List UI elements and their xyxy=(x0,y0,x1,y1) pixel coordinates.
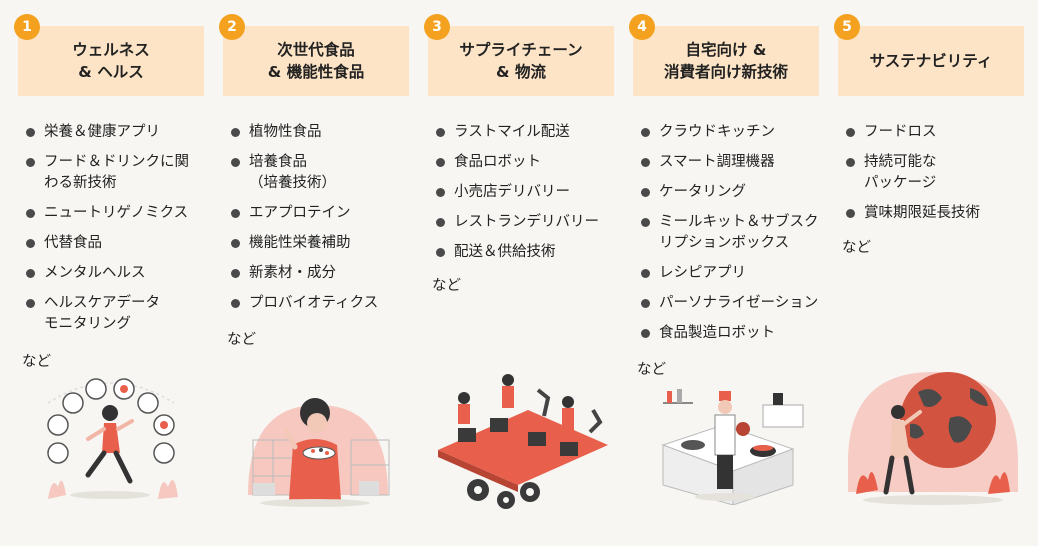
category-title: サステナビリティ xyxy=(869,52,993,70)
list-item: 持続可能な パッケージ xyxy=(842,152,1024,194)
list-item: 食品製造ロボット xyxy=(637,323,819,344)
list-item: 機能性栄養補助 xyxy=(227,233,409,254)
list-item: 代替食品 xyxy=(22,233,204,254)
wellness-runner-illustration xyxy=(47,378,178,499)
list-item: 配送＆供給技術 xyxy=(432,242,614,263)
list-item: 栄養＆健康アプリ xyxy=(22,122,204,143)
list-item: 植物性食品 xyxy=(227,122,409,143)
list-item: レストランデリバリー xyxy=(432,212,614,233)
category-item-list: ラストマイル配送 食品ロボット 小売店デリバリー レストランデリバリー 配送＆供… xyxy=(432,122,614,272)
category-title: 次世代食品 & 機能性食品 xyxy=(267,41,365,81)
category-item-list: クラウドキッチン スマート調理機器 ケータリング ミールキット＆サブスク リプシ… xyxy=(637,122,819,353)
category-number-badge: 5 xyxy=(834,14,860,40)
list-item: メンタルヘルス xyxy=(22,263,204,284)
list-item: ヘルスケアデータ モニタリング xyxy=(22,293,204,335)
category-number-badge: 3 xyxy=(424,14,450,40)
etc-label: など xyxy=(637,362,666,378)
list-item: 新素材・成分 xyxy=(227,263,409,284)
etc-label: など xyxy=(227,332,256,348)
category-column-1: ウェルネス & ヘルス 1 栄養＆健康アプリ フード＆ドリンクに関 わる新技術 … xyxy=(14,0,204,546)
functional-food-woman-illustration xyxy=(248,398,390,507)
category-column-3: サプライチェーン & 物流 3 ラストマイル配送 食品ロボット 小売店デリバリー… xyxy=(424,0,614,546)
category-title: サプライチェーン & 物流 xyxy=(459,41,583,81)
category-number-badge: 2 xyxy=(219,14,245,40)
list-item: ミールキット＆サブスク リプションボックス xyxy=(637,212,819,254)
list-item: エアプロテイン xyxy=(227,203,409,224)
category-title: 自宅向け & 消費者向け新技術 xyxy=(663,41,788,81)
category-item-list: フードロス 持続可能な パッケージ 賞味期限延長技術 xyxy=(842,122,1024,233)
list-item: 食品ロボット xyxy=(432,152,614,173)
category-column-5: サステナビリティ 5 フードロス 持続可能な パッケージ 賞味期限延長技術 など xyxy=(834,0,1024,546)
list-item: フード＆ドリンクに関 わる新技術 xyxy=(22,152,204,194)
category-column-2: 次世代食品 & 機能性食品 2 植物性食品 培養食品 （培養技術） エアプロテイ… xyxy=(219,0,409,546)
category-item-list: 植物性食品 培養食品 （培養技術） エアプロテイン 機能性栄養補助 新素材・成分… xyxy=(227,122,409,323)
list-item: ケータリング xyxy=(637,182,819,203)
list-item: ニュートリゲノミクス xyxy=(22,203,204,224)
category-column-4: 自宅向け & 消費者向け新技術 4 クラウドキッチン スマート調理機器 ケータリ… xyxy=(629,0,819,546)
category-number-badge: 4 xyxy=(629,14,655,40)
sustainability-earth-illustration xyxy=(848,372,1018,505)
category-number-badge: 1 xyxy=(14,14,40,40)
list-item: ラストマイル配送 xyxy=(432,122,614,143)
etc-label: など xyxy=(432,278,461,294)
category-title: ウェルネス & ヘルス xyxy=(72,41,150,81)
smart-kitchen-chef-illustration xyxy=(661,389,804,505)
list-item: レシピアプリ xyxy=(637,263,819,284)
list-item: 賞味期限延長技術 xyxy=(842,203,1024,224)
supply-chain-conveyor-illustration xyxy=(438,374,608,509)
category-header: サステナビリティ xyxy=(838,26,1024,96)
category-header: サプライチェーン & 物流 xyxy=(428,26,614,96)
category-item-list: 栄養＆健康アプリ フード＆ドリンクに関 わる新技術 ニュートリゲノミクス 代替食… xyxy=(22,122,204,344)
etc-label: など xyxy=(842,240,871,256)
list-item: 培養食品 （培養技術） xyxy=(227,152,409,194)
category-header: ウェルネス & ヘルス xyxy=(18,26,204,96)
etc-label: など xyxy=(22,354,51,370)
list-item: プロバイオティクス xyxy=(227,293,409,314)
list-item: パーソナライゼーション xyxy=(637,293,819,314)
category-header: 次世代食品 & 機能性食品 xyxy=(223,26,409,96)
list-item: フードロス xyxy=(842,122,1024,143)
list-item: スマート調理機器 xyxy=(637,152,819,173)
list-item: クラウドキッチン xyxy=(637,122,819,143)
list-item: 小売店デリバリー xyxy=(432,182,614,203)
category-header: 自宅向け & 消費者向け新技術 xyxy=(633,26,819,96)
